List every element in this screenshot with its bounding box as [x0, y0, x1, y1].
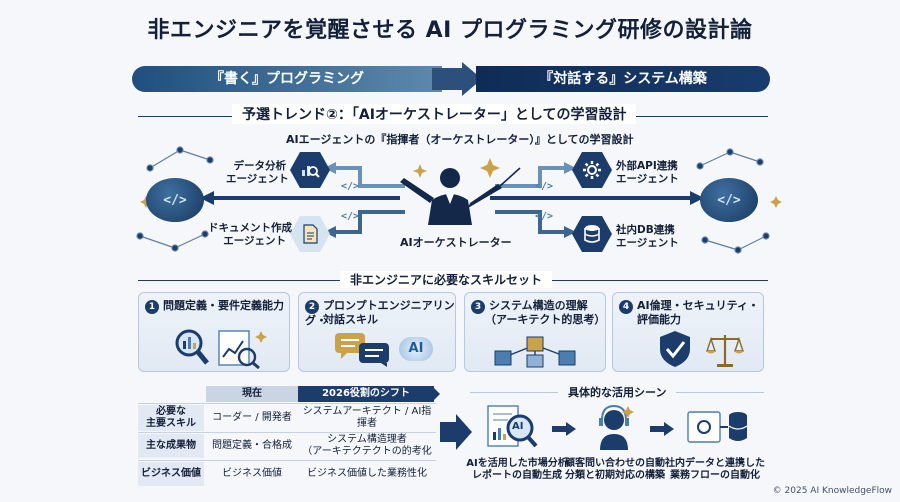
scene-line: 顧客問い合わせの自動 — [565, 458, 665, 469]
header-arrow-icon — [432, 386, 440, 402]
magnifier-chart-icon — [175, 329, 267, 369]
scene-line: 分類と初期対応の構築 — [565, 470, 665, 481]
copyright-footer: © 2025 AI KnowledgeFlow — [772, 486, 892, 496]
ai-chip: AI — [399, 337, 433, 361]
trend-heading: 予選トレンド②：「AIオーケストレーター」としての学習設計 — [232, 104, 637, 124]
agent-label-document: ドキュメント作成 エージェント — [208, 222, 292, 248]
agent-label-line: 社内DB連携 — [616, 224, 675, 236]
scene-line: 社内データと連携した — [665, 458, 765, 469]
ai-chip: AI — [512, 421, 524, 432]
orchestration-diagram — [136, 146, 782, 254]
cloud-code-icon: </> — [700, 178, 758, 222]
row-label-line: 必要な — [156, 406, 186, 417]
skill-title: システム構造の理解 — [489, 299, 588, 312]
skill-number: 2 — [305, 300, 319, 314]
scene-line: レポートの自動生成 — [472, 470, 562, 481]
skills-heading: 非エンジニアに必要なスキルセット — [340, 271, 553, 288]
table-cell-now: ビジネス価値 — [222, 468, 282, 479]
banner-arrow-icon — [432, 62, 482, 96]
agent-label-line: データ分析 — [233, 160, 287, 172]
table-divider — [138, 460, 436, 461]
page-title: 非エンジニアを覚醒させる AI プログラミング研修の設計論 — [147, 18, 753, 43]
scene-label-report: AIを活用した市場分析 レポートの自動生成 — [462, 458, 572, 482]
banner-new-style: 『対話する』システム構築 — [476, 66, 770, 92]
table-row-label: ビジネス価値 — [138, 462, 204, 486]
skill-title: AI倫理・セキュリティ・ — [637, 299, 759, 312]
code-chip: </> — [535, 181, 554, 192]
skill-number: 3 — [471, 300, 485, 314]
shield-check-icon — [660, 331, 690, 367]
skill-title: （アーキテクト的思考） — [485, 313, 606, 326]
banner-old-style: 『書く』プログラミング — [132, 66, 442, 92]
agent-label-line: 外部API連携 — [616, 160, 678, 172]
skill-title: 問題定義・要件定義能力 — [163, 299, 284, 312]
workflow-database-icon — [687, 411, 748, 443]
table-cell-shift: システム構造理者 （アーキテクテクトの的考化 — [298, 432, 436, 460]
database-icon — [572, 216, 612, 252]
scene-line: 業務フローの自動化 — [670, 470, 760, 481]
code-chip: </> — [535, 211, 554, 222]
scene-line: AIを活用した市場分析 — [466, 458, 568, 469]
support-agent-icon — [599, 404, 634, 450]
arrow-right-icon — [650, 422, 674, 436]
agent-label-line: エージェント — [223, 235, 286, 247]
table-cell-shift: システムアーキテクト / AI指揮者 — [302, 406, 432, 429]
cloud-code-icon: </> — [146, 178, 204, 222]
table-divider — [138, 403, 436, 404]
skill-number: 1 — [145, 300, 159, 314]
cell-line: （アーキテクテクトの的考化 — [302, 446, 432, 457]
agent-label-line: ドキュメント作成 — [208, 222, 292, 234]
agent-label-line: エージェント — [226, 173, 289, 185]
table-header-now: 現在 — [206, 386, 298, 402]
trend-subheading: AIエージェントの『指揮者（オーケストレーター）』としての学習設計 — [286, 133, 634, 146]
arrow-right-icon — [440, 414, 472, 450]
table-cell-now: 問題定義・合格成 — [212, 440, 292, 451]
skill-title: 評価能力 — [637, 313, 681, 326]
table-divider — [138, 432, 436, 433]
table-row-label: 主な成果物 — [138, 434, 204, 458]
scene-label-workflow: 社内データと連携した 業務フローの自動化 — [660, 458, 770, 482]
table-cell-now: コーダー / 開発者 — [212, 412, 292, 423]
skill-number: 4 — [619, 300, 633, 314]
chat-bubbles-icon — [335, 333, 389, 367]
balance-scale-icon — [706, 335, 744, 367]
row-label-line: 主要スキル — [146, 418, 196, 429]
arrow-right-icon — [552, 422, 576, 436]
skill-card-problem-definition: 1 問題定義・要件定義能力 — [138, 292, 290, 372]
orchestrator-label: AIオーケストレーター — [400, 236, 512, 249]
agent-label-line: エージェント — [616, 173, 679, 185]
agent-label-internal-db: 社内DB連携 エージェント — [616, 224, 679, 250]
cube-network-icon — [494, 336, 576, 368]
gear-icon — [572, 152, 612, 188]
skill-card-ai-ethics: 4 AI倫理・セキュリティ・ 評価能力 — [612, 292, 764, 372]
agent-label-data-analysis: データ分析 エージェント — [226, 160, 289, 186]
scenes-heading: 具体的な活用シーン — [558, 384, 677, 400]
agent-label-external-api: 外部API連携 エージェント — [616, 160, 679, 186]
code-glyph: </> — [163, 192, 187, 208]
table-header-shift: 2026役割のシフト — [298, 386, 434, 402]
scene-label-support: 顧客問い合わせの自動 分類と初期対応の構築 — [560, 458, 670, 482]
table-cell-shift: ビジネス価値した業務性化 — [307, 468, 427, 479]
code-chip: </> — [341, 181, 360, 192]
skill-title: プロンプトエンジニアリング・ — [305, 299, 455, 327]
agent-label-line: エージェント — [616, 237, 679, 249]
ai-report-icon — [487, 405, 538, 448]
skill-card-system-structure: 3 システム構造の理解 （アーキテクト的思考） — [464, 292, 606, 372]
code-chip: </> — [341, 211, 360, 222]
table-row-label: 必要な 主要スキル — [138, 405, 204, 431]
code-glyph: </> — [717, 192, 741, 208]
cell-line: システム構造理者 — [327, 434, 407, 445]
skill-title: 対話スキル — [323, 313, 378, 326]
